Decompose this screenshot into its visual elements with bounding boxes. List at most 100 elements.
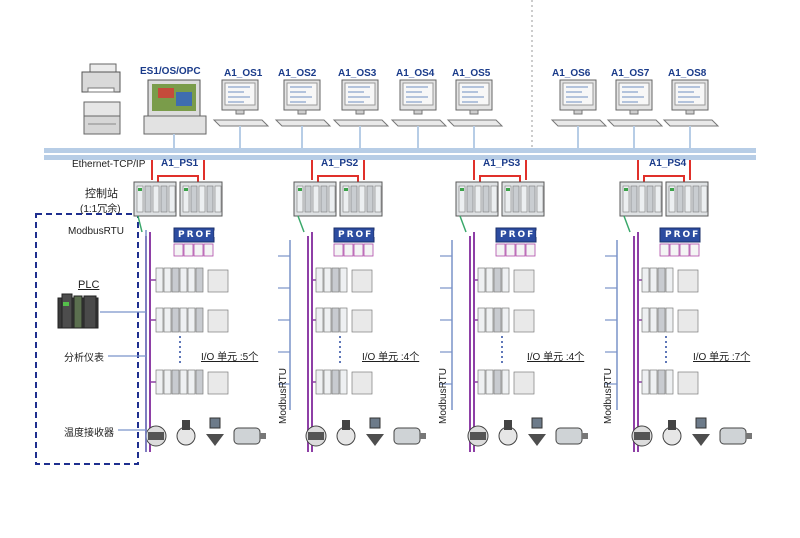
keyboard-icon xyxy=(274,119,332,127)
io-module-icon xyxy=(195,307,204,333)
rack-slot xyxy=(320,185,328,213)
io-module-icon xyxy=(155,369,164,395)
profibus-connector xyxy=(333,243,344,257)
rack-slot xyxy=(482,185,490,213)
plc-label: PLC xyxy=(78,279,100,291)
cpu-rack-1-2 xyxy=(179,181,223,217)
plc-module-1 xyxy=(61,293,73,329)
rack-led xyxy=(460,188,464,191)
io-terminal-block xyxy=(513,371,535,395)
io-terminal-block xyxy=(207,269,229,293)
io-module-icon xyxy=(657,267,666,293)
profibus-logo-icon xyxy=(659,227,701,243)
plc-module-2 xyxy=(73,295,83,329)
field-devices-1 xyxy=(145,417,266,447)
profibus-connector xyxy=(173,243,184,257)
modbus-vertical-label-3: ModbusRTU xyxy=(603,368,614,424)
flowmeter-body xyxy=(148,432,164,440)
modbus-rtu-label: ModbusRTU xyxy=(68,226,124,237)
plc-module-3 xyxy=(83,295,97,329)
rack-led xyxy=(298,188,302,191)
monitor-screen xyxy=(286,82,318,106)
monitor-stand xyxy=(413,109,423,115)
motor-shaft xyxy=(582,433,588,439)
io-terminal-block xyxy=(677,269,699,293)
os-workstation-4 xyxy=(390,79,448,148)
os-label-6: A1_OS6 xyxy=(552,68,591,79)
pump-head xyxy=(668,420,676,430)
motor-shaft xyxy=(746,433,752,439)
io-module-icon xyxy=(179,267,188,293)
rack-slot xyxy=(536,185,544,213)
motor-icon xyxy=(555,427,583,445)
rack-slot xyxy=(206,185,214,213)
es-desktop-base xyxy=(143,115,207,135)
os-workstation-8 xyxy=(662,79,720,148)
rack-slot xyxy=(136,185,144,213)
field-devices-2 xyxy=(305,417,426,447)
redundancy-label: (1:1冗余) xyxy=(80,204,121,215)
plc-led xyxy=(63,302,69,306)
valve-icon xyxy=(528,434,546,446)
io-module-icon xyxy=(163,267,172,293)
rack-slot xyxy=(214,185,222,213)
cpu-rack-3-1 xyxy=(455,181,499,217)
motor-shaft xyxy=(260,433,266,439)
rack-slot xyxy=(490,185,498,213)
monitor-stand xyxy=(355,109,365,115)
io-module-row-2-1 xyxy=(315,267,373,293)
profibus-logo-icon xyxy=(495,227,537,243)
io-module-row-3-2 xyxy=(477,307,535,333)
modbus-device-box xyxy=(35,213,139,465)
laser-printer-body xyxy=(83,115,121,135)
es-station-label: ES1/OS/OPC xyxy=(140,66,201,77)
monitor-screen xyxy=(402,82,434,106)
rack-slot xyxy=(374,185,382,213)
control-station-2 xyxy=(278,160,426,452)
io-module-icon xyxy=(187,307,196,333)
temp-receiver-label: 温度接收器 xyxy=(64,428,114,439)
cpu-rack-4-1 xyxy=(619,181,663,217)
os-label-7: A1_OS7 xyxy=(611,68,650,79)
io-units-label-1: I/O 单元 :5个 xyxy=(201,352,259,363)
rack-slot xyxy=(700,185,708,213)
green-link xyxy=(623,215,631,233)
profibus-connector xyxy=(515,243,526,257)
flowmeter-body xyxy=(470,432,486,440)
io-module-icon xyxy=(485,267,494,293)
keyboard-icon xyxy=(390,119,448,127)
redundancy-sync-link xyxy=(643,175,685,182)
profibus-connector xyxy=(659,243,670,257)
pump-head xyxy=(504,420,512,430)
rack-slot xyxy=(328,185,336,213)
rack-slot xyxy=(654,185,662,213)
monitor-screen xyxy=(458,82,490,106)
profibus-logo-text-4: PROFI xyxy=(665,230,706,240)
io-module-row-1-2 xyxy=(155,307,229,333)
pump-head xyxy=(342,420,350,430)
io-module-icon xyxy=(155,307,164,333)
ethernet-bus-lower xyxy=(44,155,756,160)
io-module-icon xyxy=(315,369,324,395)
profibus-connector xyxy=(505,243,516,257)
monitor-stand xyxy=(297,109,307,115)
analyzer-label: 分析仪表 xyxy=(64,353,104,364)
io-module-icon xyxy=(649,307,658,333)
rack-slot xyxy=(692,185,700,213)
rack-slot xyxy=(646,185,654,213)
profibus-connector xyxy=(669,243,680,257)
io-module-icon xyxy=(331,369,340,395)
valve-icon xyxy=(366,434,384,446)
os-label-2: A1_OS2 xyxy=(278,68,317,79)
io-terminal-block xyxy=(351,371,373,395)
io-module-icon xyxy=(187,267,196,293)
profibus-logo-text-3: PROFI xyxy=(500,230,541,240)
rack-slot xyxy=(312,185,320,213)
io-module-icon xyxy=(331,267,340,293)
printer-tray xyxy=(87,87,115,93)
es-screen-panel xyxy=(176,92,192,106)
flowmeter-body xyxy=(308,432,324,440)
modbus-vertical-label-1: ModbusRTU xyxy=(278,368,289,424)
io-module-icon xyxy=(179,369,188,395)
